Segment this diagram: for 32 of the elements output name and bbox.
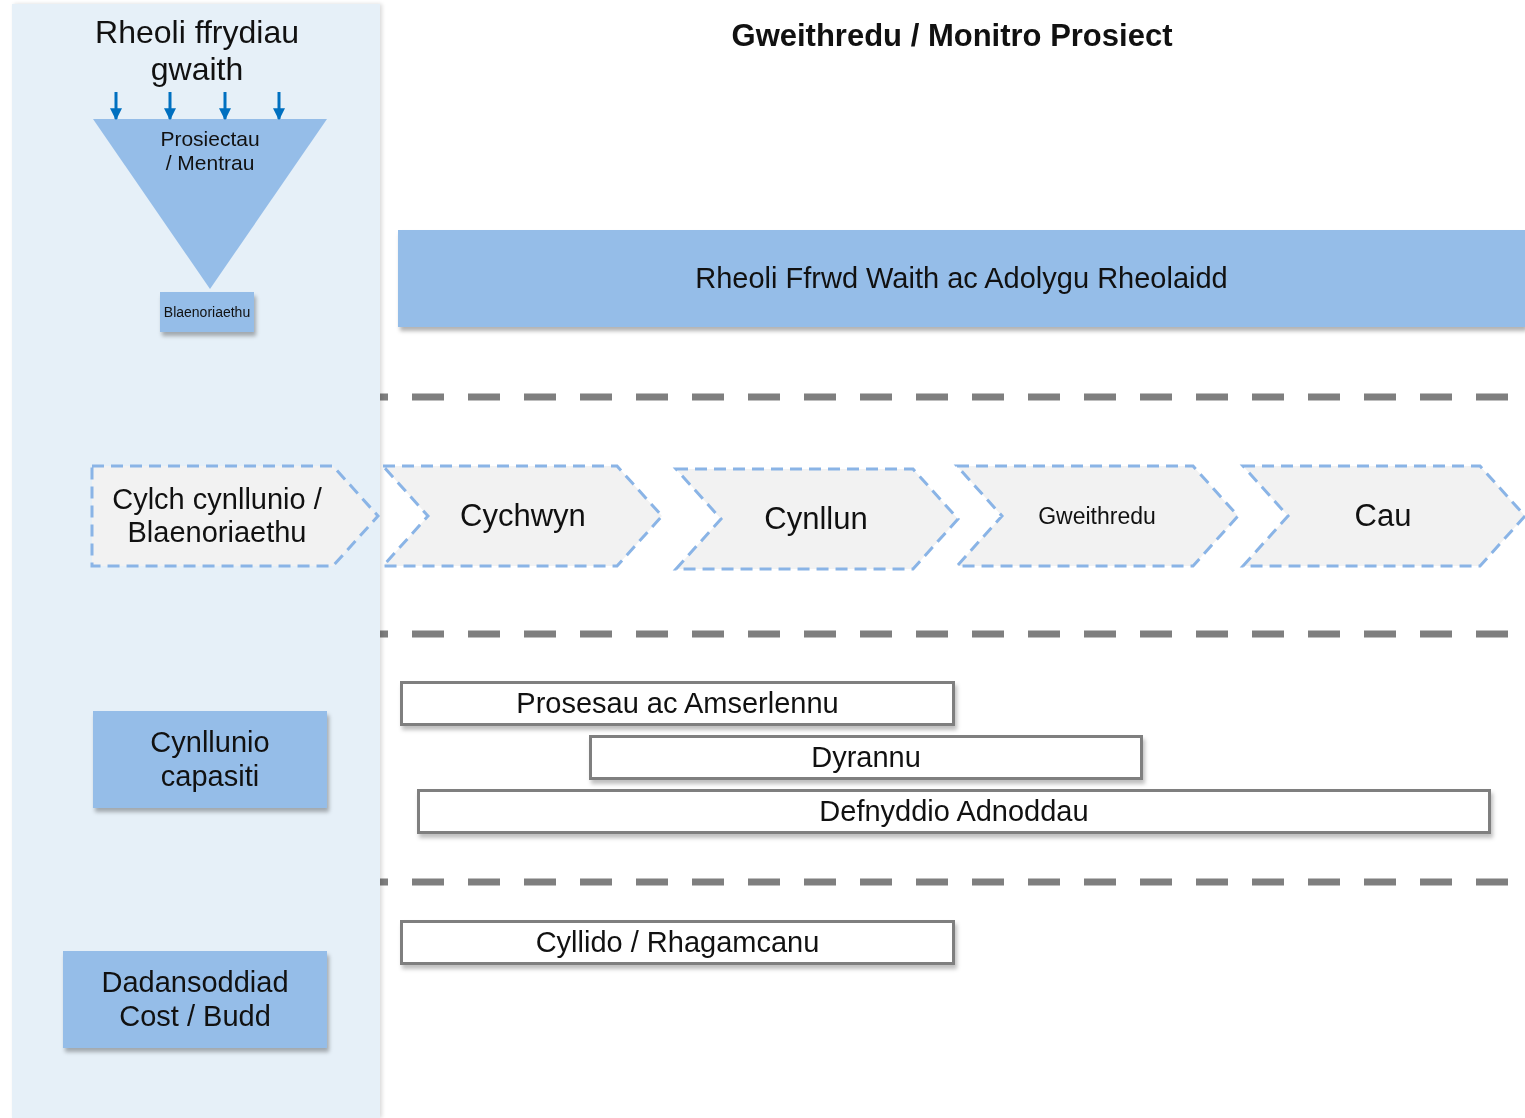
arrow [273,92,285,121]
box-label: Cynllunio capasiti [149,725,271,794]
panel-heading: Rheoli ffrydiau gwaith [94,14,300,89]
timeline-bar [400,681,955,726]
priority-box [160,292,254,332]
box-label: Blaenoriaethu [162,302,252,322]
phase-label: Cynllun [763,500,869,539]
workflow-bar [398,230,1525,327]
arrow [219,92,231,121]
bar-label: Dyrannu [810,739,922,775]
cost-benefit-box [63,951,327,1048]
box-label: Dadansoddiad Cost / Budd [100,965,290,1034]
phase-label: Cylch cynllunio / Blaenoriaethu [111,481,323,550]
diagram-title: Gweithredu / Monitro Prosiect [730,18,1174,54]
phase-step [92,466,378,566]
bar-label: Prosesau ac Amserlennu [515,685,840,721]
bar-label: Cyllido / Rhagamcanu [534,924,821,960]
phase-label: Cychwyn [459,497,587,536]
timeline-bar [417,789,1491,834]
timeline-bar [589,735,1143,780]
funnel-label: Prosiectau / Mentrau [159,127,261,177]
arrow [164,92,176,121]
capacity-box [93,711,327,808]
side-panel [12,4,380,1118]
bar-label: Rheoli Ffrwd Waith ac Adolygu Rheolaidd [694,260,1229,296]
phase-label: Cau [1353,497,1413,536]
phase-label: Gweithredu [1037,501,1157,531]
timeline-bar [400,920,955,965]
funnel-shape [93,119,327,289]
arrow [110,92,122,121]
bar-label: Defnyddio Adnoddau [818,793,1090,829]
phase-step [383,466,662,566]
